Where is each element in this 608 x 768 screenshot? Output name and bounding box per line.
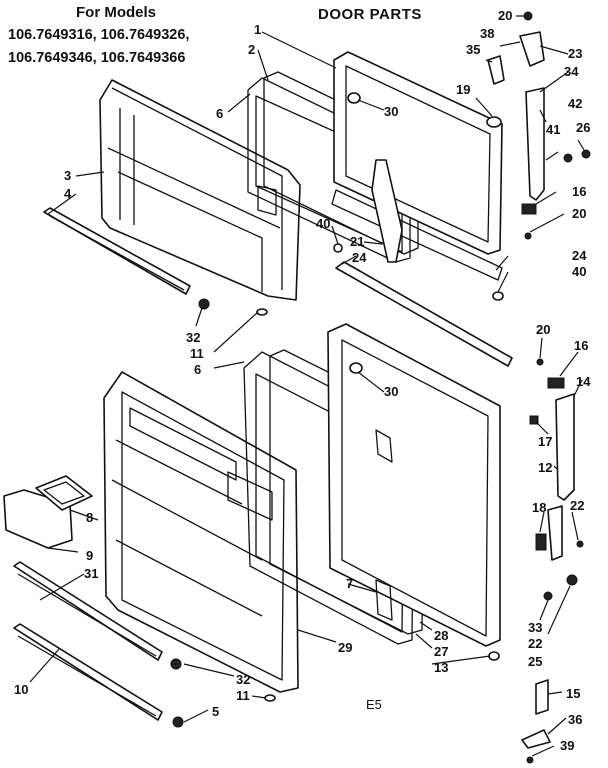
callout-35: 35 <box>466 42 480 57</box>
callout-1: 1 <box>254 22 261 37</box>
callout-39: 39 <box>560 738 574 753</box>
callout-labels: 1 2 3 4 6 30 19 20 38 35 23 34 42 41 26 … <box>14 8 591 753</box>
callout-28: 28 <box>434 628 448 643</box>
callout-40-left: 40 <box>316 216 330 231</box>
part-food-door-panel <box>327 323 501 647</box>
callout-20-upper: 20 <box>572 206 586 221</box>
callout-25: 25 <box>528 654 542 669</box>
callout-22-lower: 22 <box>528 636 542 651</box>
callout-31: 31 <box>84 566 98 581</box>
callout-26: 26 <box>576 120 590 135</box>
part-butter-compartment <box>3 475 93 549</box>
part-hinge-rail <box>335 261 513 367</box>
callout-29: 29 <box>338 640 352 655</box>
callout-33: 33 <box>528 620 542 635</box>
callout-5: 5 <box>212 704 219 719</box>
callout-3: 3 <box>64 168 71 183</box>
part-food-door-liner <box>103 371 299 693</box>
callout-36: 36 <box>568 712 582 727</box>
callout-15: 15 <box>566 686 580 701</box>
callout-9: 9 <box>86 548 93 563</box>
callout-17: 17 <box>538 434 552 449</box>
callout-32-upper: 32 <box>186 330 200 345</box>
callout-11-upper: 11 <box>190 346 204 361</box>
callout-21: 21 <box>350 234 364 249</box>
callout-42: 42 <box>568 96 582 111</box>
callout-12: 12 <box>538 460 552 475</box>
part-food-door-handle <box>547 393 575 561</box>
part-lower-hinge-hardware <box>170 358 584 764</box>
callout-20-top: 20 <box>498 8 512 23</box>
callout-22-upper: 22 <box>570 498 584 513</box>
part-door-shelf-bar-upper <box>13 561 163 661</box>
model-numbers-line-1: 106.7649316, 106.7649326, <box>8 27 190 43</box>
callout-30-upper: 30 <box>384 104 398 119</box>
callout-6-upper: 6 <box>216 106 223 121</box>
callout-19: 19 <box>456 82 470 97</box>
callout-14: 14 <box>576 374 591 389</box>
callout-6-lower: 6 <box>194 362 201 377</box>
callout-32-lower: 32 <box>236 672 250 687</box>
callout-40-right: 40 <box>572 264 586 279</box>
part-freezer-door-liner <box>99 79 301 301</box>
diagram-title: DOOR PARTS <box>318 6 422 23</box>
callout-10: 10 <box>14 682 28 697</box>
part-food-door-breaker-strip <box>269 349 425 635</box>
callout-13: 13 <box>434 660 448 675</box>
callout-38: 38 <box>480 26 494 41</box>
callout-16-lower: 16 <box>574 338 588 353</box>
callout-30-lower: 30 <box>384 384 398 399</box>
part-freezer-door-panel <box>263 51 503 281</box>
leader-lines <box>29 15 585 757</box>
callout-7: 7 <box>346 576 353 591</box>
model-numbers-line-2: 106.7649346, 106.7649366 <box>8 50 186 66</box>
callout-4: 4 <box>64 186 72 201</box>
part-freezer-handle <box>487 31 545 201</box>
callout-2: 2 <box>248 42 255 57</box>
diagram-code: E5 <box>366 697 382 712</box>
models-heading: For Models <box>76 4 157 21</box>
callout-24-left: 24 <box>352 250 367 265</box>
callout-8: 8 <box>86 510 93 525</box>
part-freezer-handle-bracket <box>371 159 403 263</box>
callout-23: 23 <box>568 46 582 61</box>
callout-11-lower: 11 <box>236 688 250 703</box>
callout-24-right: 24 <box>572 248 587 263</box>
callout-20-lower: 20 <box>536 322 550 337</box>
callout-41: 41 <box>546 122 560 137</box>
part-door-shelf-bar-lower <box>13 623 163 721</box>
callout-18: 18 <box>532 500 546 515</box>
callout-27: 27 <box>434 644 448 659</box>
callout-34: 34 <box>564 64 579 79</box>
callout-16-upper: 16 <box>572 184 586 199</box>
part-freezer-shelf-bar <box>43 207 191 295</box>
